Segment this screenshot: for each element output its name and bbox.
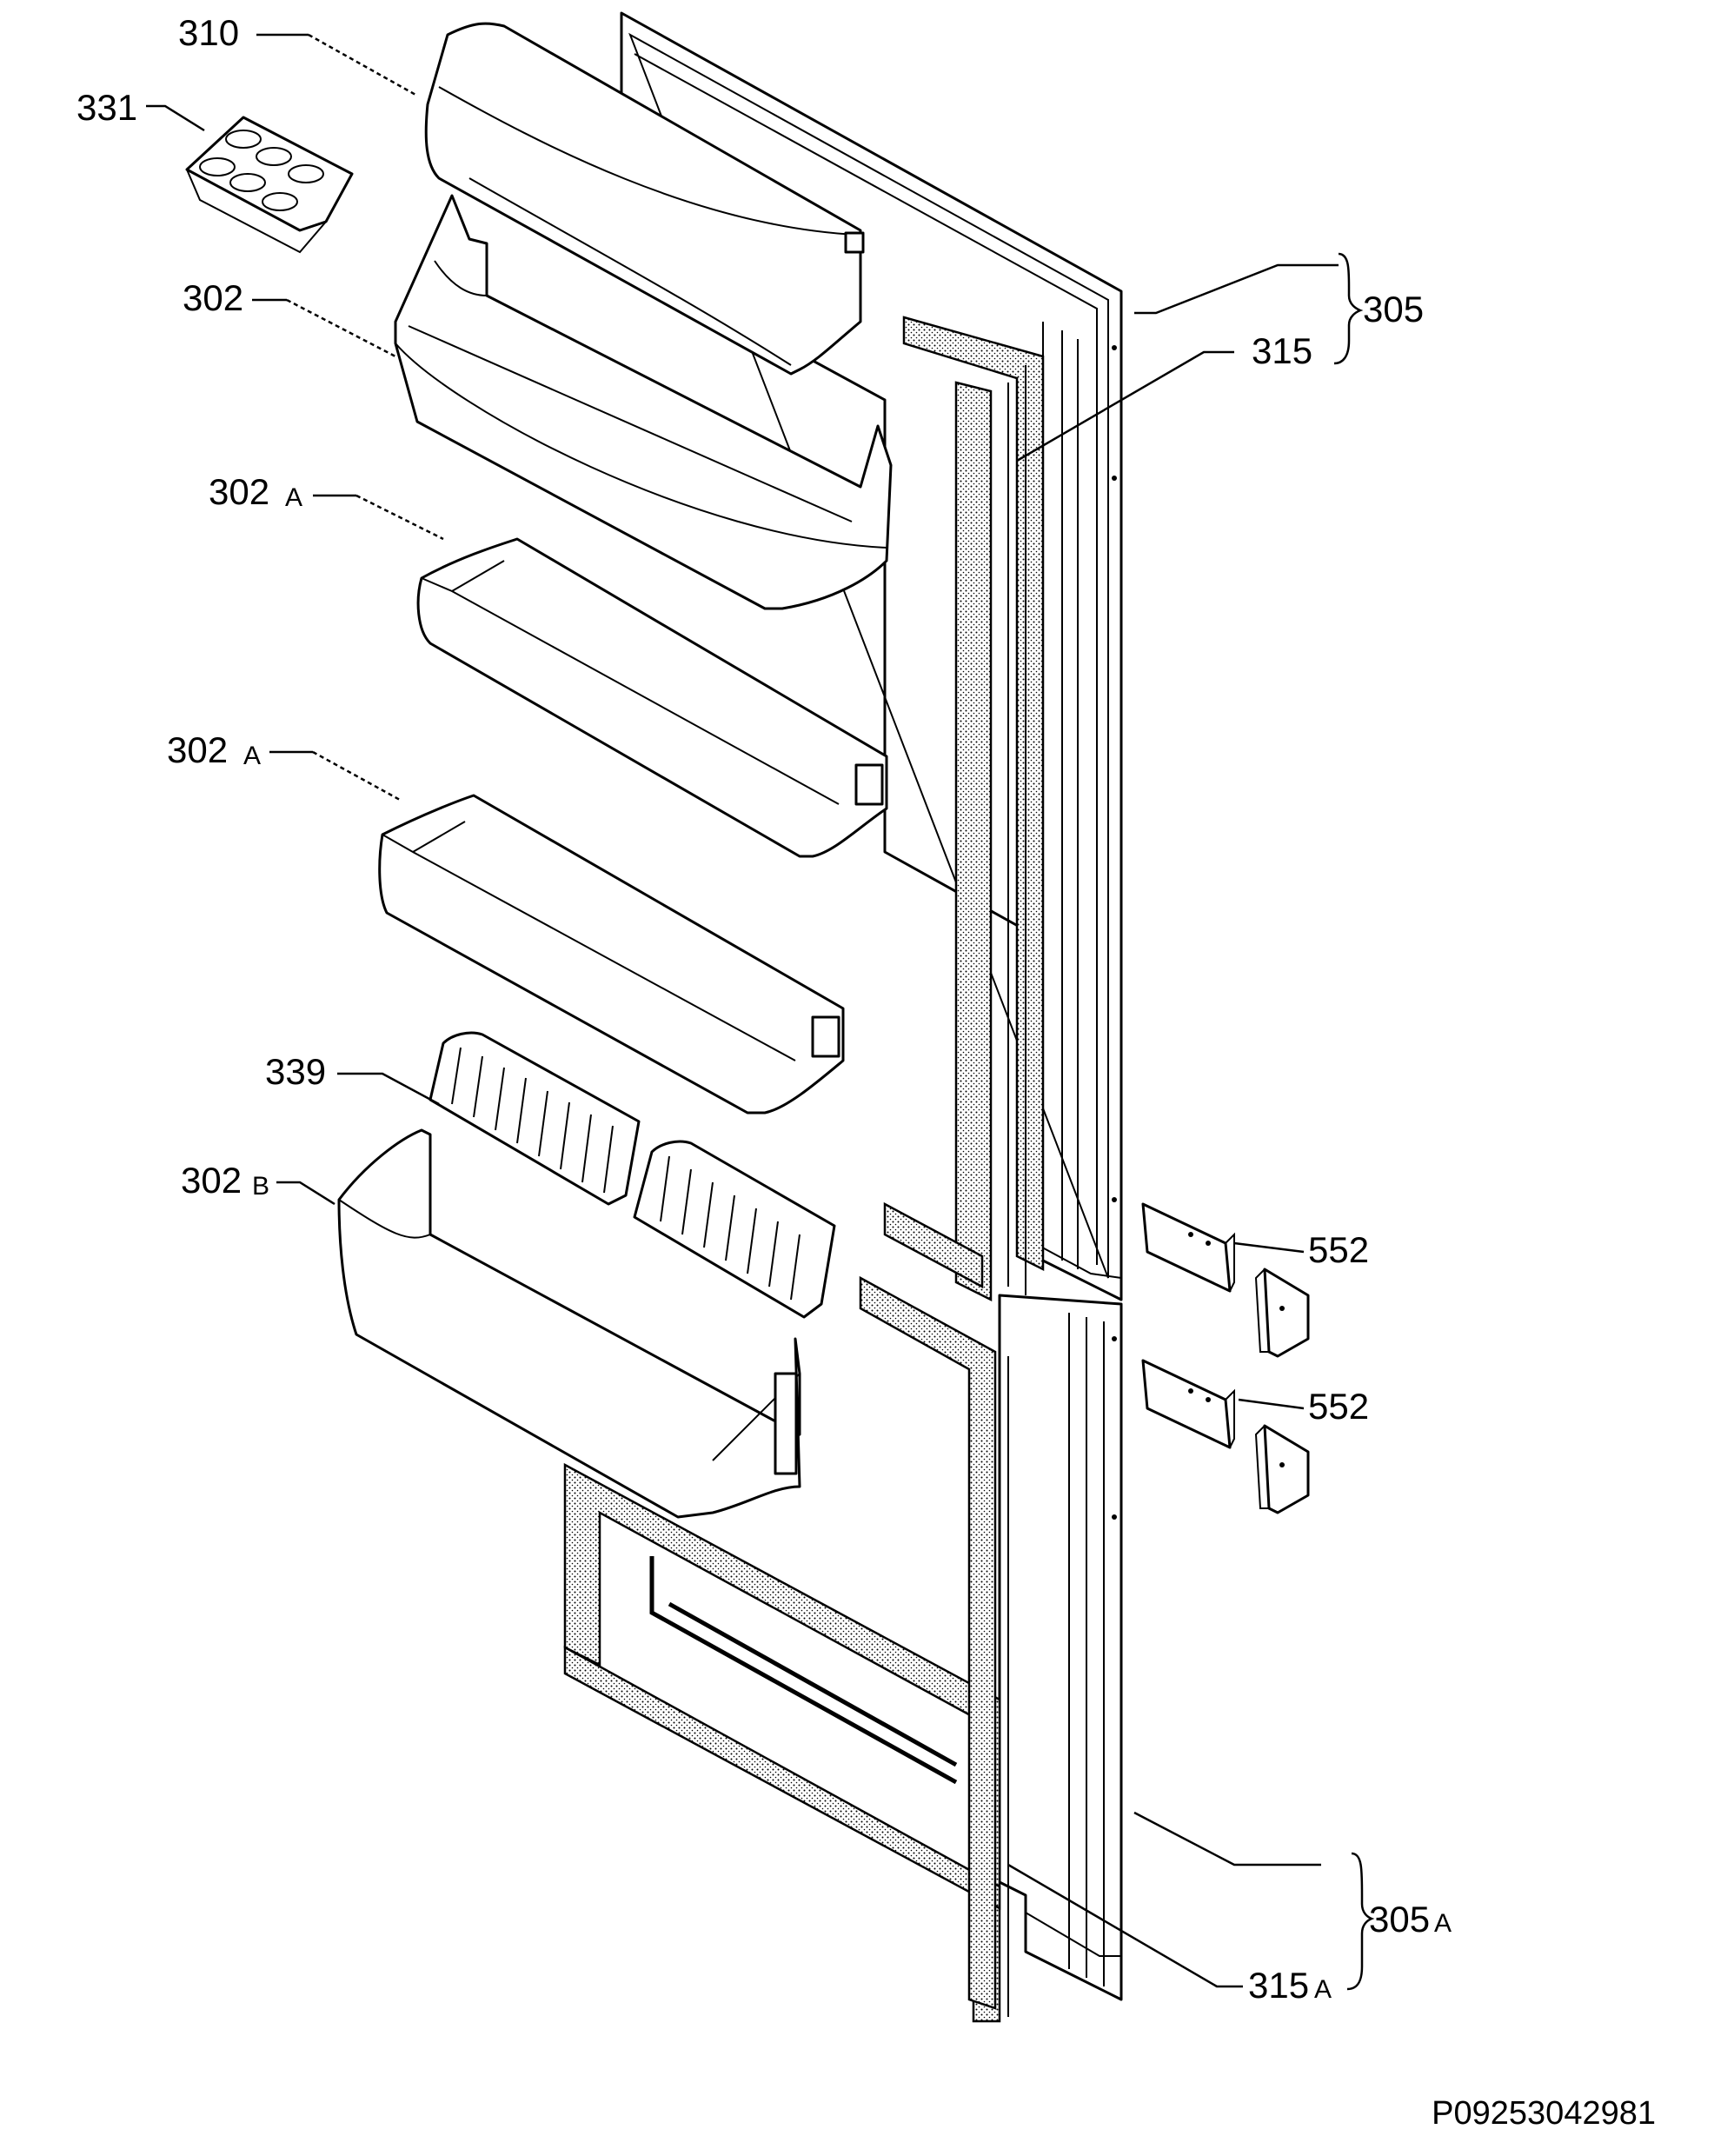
label-315: 315 — [1252, 330, 1312, 371]
label-315a-suffix: A — [1314, 1975, 1332, 2004]
label-302a-lower-suffix: A — [243, 742, 261, 770]
door-shelf-a-upper — [416, 537, 888, 858]
bottle-retainers — [429, 1031, 836, 1319]
large-door-shelf — [394, 194, 893, 610]
label-331: 331 — [76, 87, 137, 128]
label-302b-suffix: B — [252, 1172, 269, 1201]
lower-door-gasket — [563, 1275, 1009, 2023]
label-305: 305 — [1363, 289, 1424, 329]
label-552-upper: 552 — [1308, 1229, 1369, 1270]
bottle-shelf-b — [337, 1128, 801, 1519]
label-305a-suffix: A — [1434, 1909, 1452, 1938]
label-339: 339 — [265, 1051, 326, 1092]
label-315a-number: 315 — [1248, 1965, 1309, 2006]
door-shelf-a-lower — [378, 794, 845, 1115]
hinge-set-lower — [1141, 1359, 1310, 1514]
label-302: 302 — [183, 277, 243, 318]
leader-lines — [146, 33, 1375, 1991]
dairy-compartment-cover — [424, 22, 865, 376]
label-302a-lower-number: 302 — [167, 729, 228, 770]
label-302a-upper-suffix: A — [285, 483, 302, 512]
upper-door-gasket — [883, 316, 1045, 1302]
egg-tray — [185, 116, 354, 254]
label-302a-upper-number: 302 — [209, 471, 269, 512]
drawing-code: P09253042981 — [1432, 2095, 1656, 2132]
label-302b-number: 302 — [181, 1160, 242, 1201]
label-305a-number: 305 — [1369, 1899, 1430, 1940]
label-552-lower: 552 — [1308, 1386, 1369, 1427]
hinge-set-upper — [1141, 1202, 1310, 1358]
label-310: 310 — [178, 12, 239, 53]
lower-door-panel — [998, 1294, 1123, 2001]
